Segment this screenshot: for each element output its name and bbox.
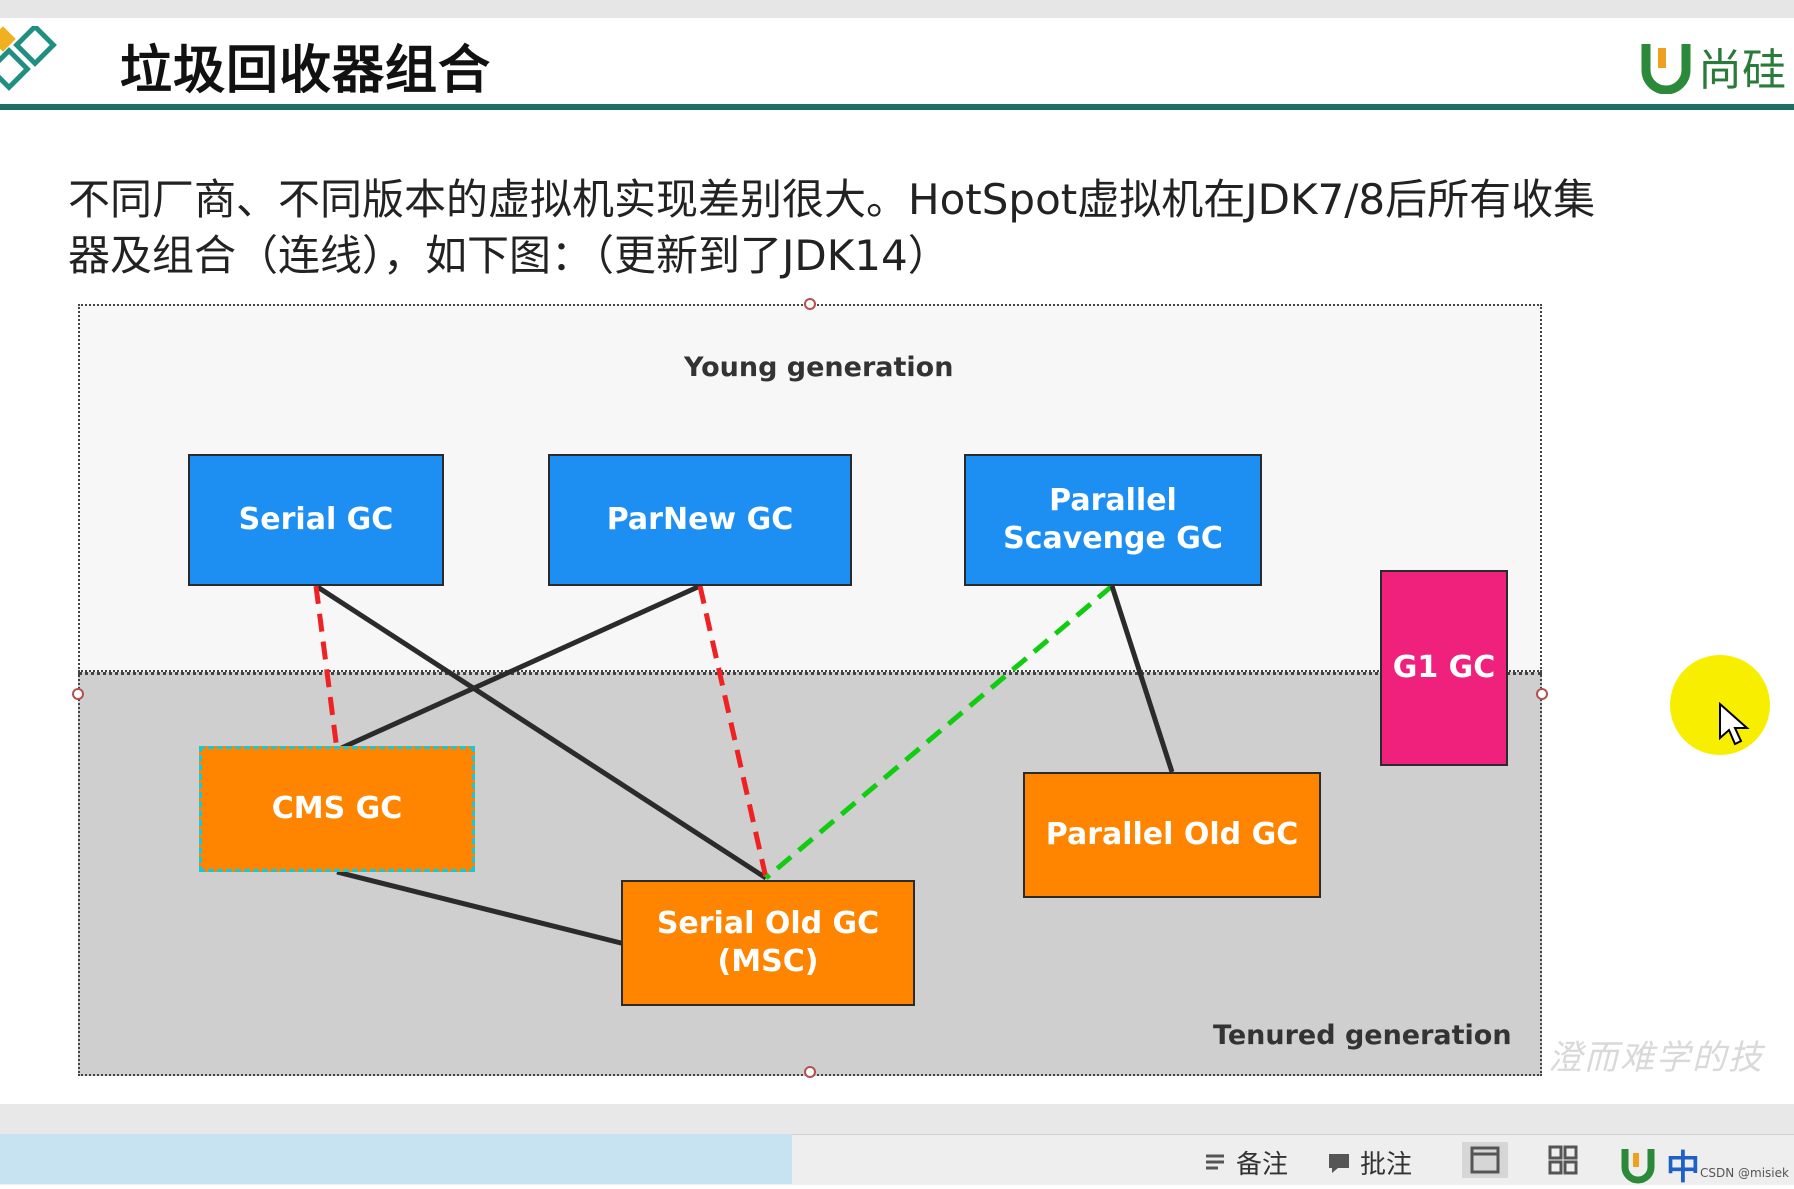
brand-name: 尚硅	[1698, 45, 1786, 96]
slide-title: 垃圾回收器组合	[120, 41, 492, 101]
parnew-gc-box[interactable]: ParNew GC	[548, 454, 852, 586]
serial-old-gc-box[interactable]: Serial Old GC (MSC)	[621, 880, 915, 1006]
ime-logo-icon	[1621, 1148, 1655, 1183]
status-separator	[0, 1104, 1794, 1134]
g1-gc-box[interactable]: G1 GC	[1380, 570, 1508, 766]
tenured-generation-label: Tenured generation	[1213, 1020, 1512, 1051]
diamond-logo-icon	[0, 26, 57, 91]
line-serial-cms	[313, 585, 340, 751]
parallel-old-gc-box[interactable]: Parallel Old GC	[1023, 772, 1321, 898]
resize-handle-top[interactable]	[804, 298, 816, 310]
slide-description: 不同厂商、不同版本的虚拟机实现差别很大。HotSpot虚拟机在JDK7/8后所有…	[68, 175, 1596, 280]
parallel-scavenge-gc-box[interactable]: Parallel Scavenge GC	[964, 454, 1262, 586]
connection-lines	[313, 583, 1175, 947]
comments-label: 批注	[1360, 1150, 1413, 1180]
notes-icon	[1206, 1154, 1224, 1169]
line-parnew-cms	[335, 583, 702, 753]
resize-handle-right[interactable]	[1536, 688, 1548, 700]
brand-u-icon	[1641, 44, 1691, 94]
comment-icon	[1329, 1153, 1349, 1173]
status-bar-left-panel	[0, 1134, 792, 1184]
ime-mode-label: 中	[1666, 1148, 1700, 1188]
brand-logo: 尚硅	[1640, 36, 1786, 96]
slide-sorter-icon[interactable]	[1540, 1142, 1586, 1178]
line-parallelscavenge-parallelold	[1109, 585, 1175, 773]
line-parnew-serialold	[697, 585, 769, 879]
slide-header	[0, 18, 1794, 114]
cms-gc-box[interactable]: CMS GC	[199, 746, 475, 872]
resize-handle-bottom[interactable]	[804, 1066, 816, 1078]
watermark-text: 澄而难学的技	[1548, 1038, 1764, 1078]
resize-handle-left[interactable]	[72, 688, 84, 700]
line-serial-serialold	[314, 583, 768, 881]
notes-button[interactable]: 备注	[1202, 1144, 1288, 1181]
notes-label: 备注	[1236, 1150, 1289, 1180]
window-top-strip	[0, 0, 1794, 18]
gc-diagram[interactable]: Young generation Tenured generation Seri…	[72, 298, 1548, 1078]
normal-view-icon[interactable]	[1462, 1142, 1508, 1178]
line-cms-serialold	[336, 869, 626, 947]
ime-indicator[interactable]: 中	[1620, 1140, 1700, 1189]
csdn-tag: CSDN @misiek	[1700, 1166, 1789, 1180]
line-parallelscavenge-serialold	[764, 584, 1114, 880]
serial-gc-box[interactable]: Serial GC	[188, 454, 444, 586]
mouse-cursor-icon	[1719, 702, 1750, 746]
comments-button[interactable]: 批注	[1326, 1144, 1412, 1181]
young-generation-label: Young generation	[684, 352, 954, 383]
header-divider	[0, 104, 1794, 110]
